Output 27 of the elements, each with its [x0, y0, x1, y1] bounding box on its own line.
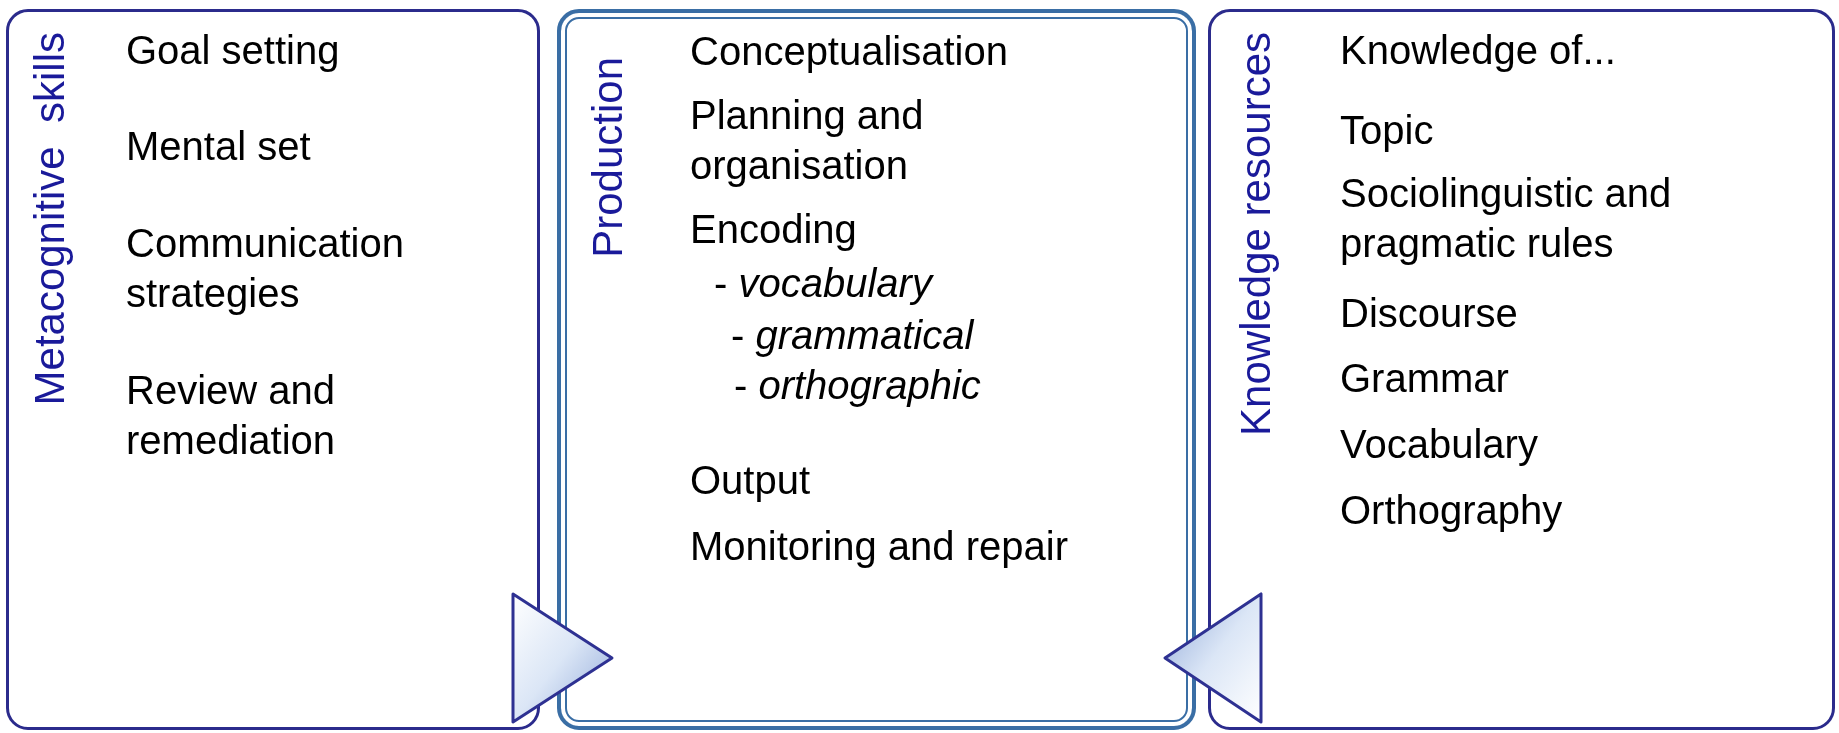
list-item: Review and remediation [126, 367, 336, 464]
list-item: Encoding [690, 206, 858, 253]
arrow [511, 592, 614, 724]
vertical-heading: Production [585, 57, 631, 258]
arrow [1163, 592, 1263, 724]
vertical-heading: Knowledge resources [1233, 32, 1279, 436]
list-item: Sociolinguistic and pragmatic rules [1340, 170, 1673, 267]
list-item: Topic [1340, 107, 1435, 154]
list-item: Knowledge of... [1340, 27, 1617, 74]
list-item: Planning and organisation [690, 92, 925, 189]
rounded-panel [557, 9, 1196, 730]
rounded-panel [1208, 9, 1835, 730]
list-item: Goal setting [126, 27, 341, 74]
list-item: Output [690, 457, 812, 504]
list-item: Conceptualisation [690, 28, 1009, 75]
list-item: Monitoring and repair [690, 523, 1069, 570]
list-item: Mental set [126, 123, 312, 170]
list-item: - orthographic [734, 362, 982, 409]
list-item: Communication strategies [126, 220, 405, 317]
list-item: Vocabulary [1340, 421, 1539, 468]
rounded-panel [6, 9, 540, 730]
list-item: - grammatical [731, 312, 976, 359]
list-item: - vocabulary [714, 260, 935, 307]
list-item: Discourse [1340, 290, 1519, 337]
list-item: Orthography [1340, 487, 1564, 534]
vertical-heading: Metacognitive skills [27, 32, 73, 406]
list-item: Grammar [1340, 355, 1510, 402]
